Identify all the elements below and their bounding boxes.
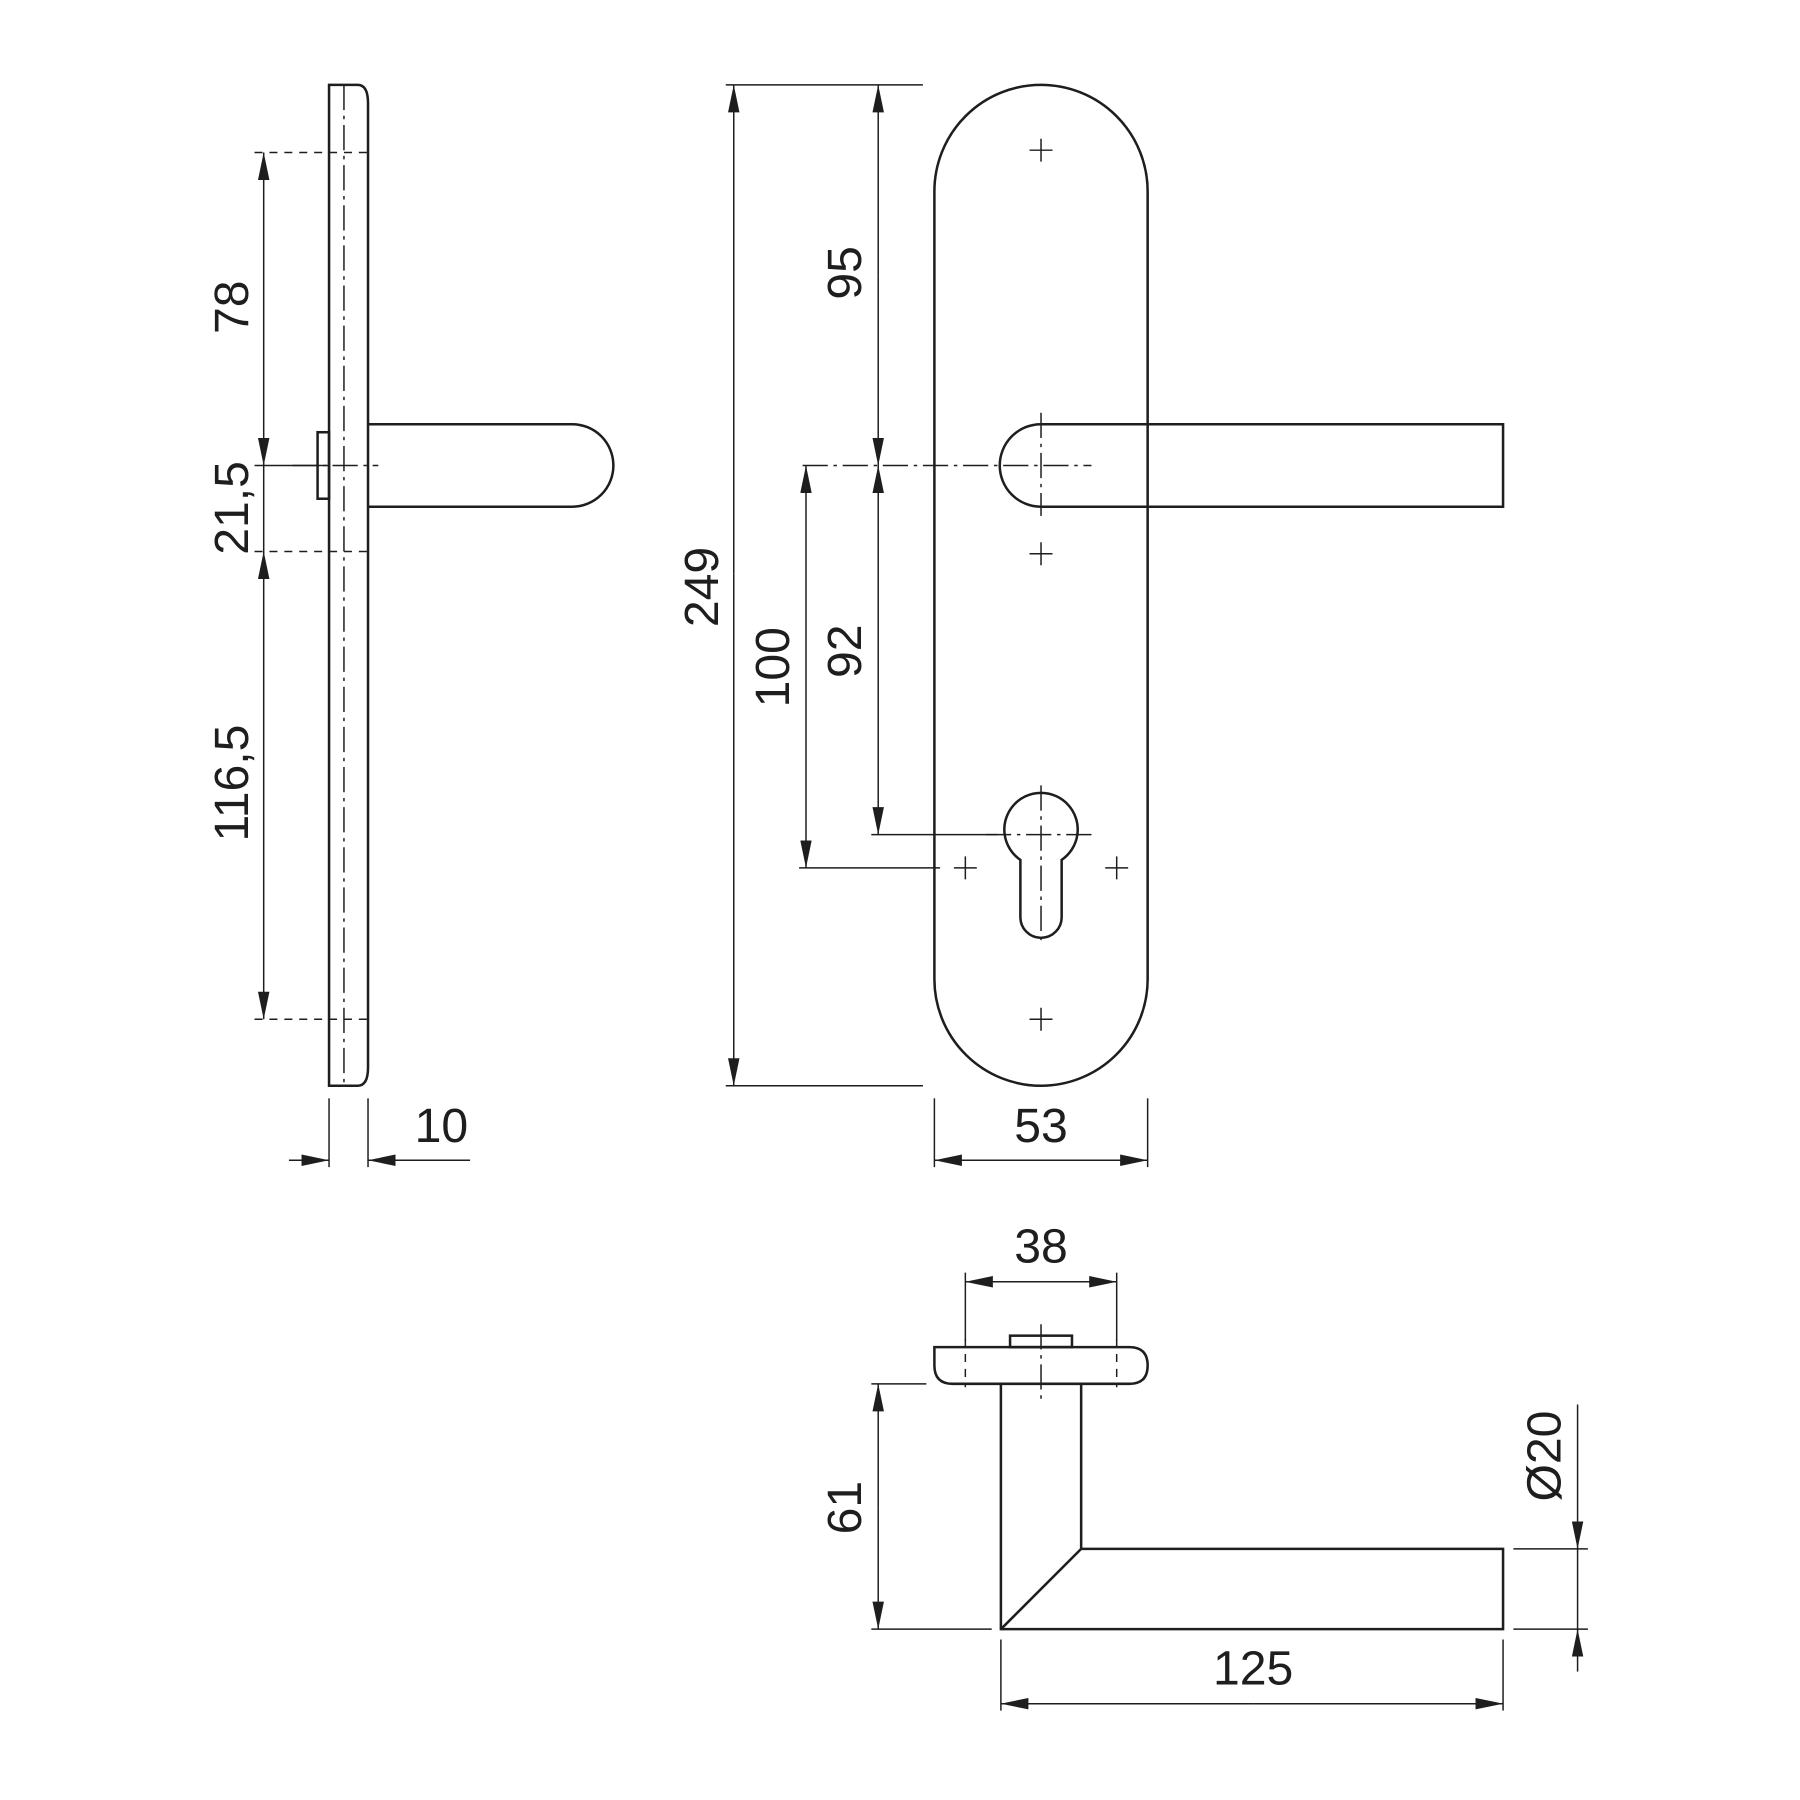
top-view: 38 61 125 Ø20: [818, 1219, 1588, 1711]
dim-lever-diameter: Ø20: [1517, 1411, 1571, 1502]
dim-front-top: 95: [818, 246, 872, 300]
plate-side: [327, 83, 370, 1087]
dim-front-width: 53: [1014, 1099, 1068, 1153]
lever-top: [999, 1383, 1505, 1631]
lever-front: [998, 422, 1505, 509]
side-view: 78 21,5 116,5 10: [205, 83, 615, 1168]
screw-marks: [953, 138, 1129, 1031]
dim-side-bottom: 116,5: [205, 725, 259, 842]
lever-side: [368, 422, 615, 509]
dim-side-top: 78: [205, 280, 259, 334]
dim-front-keyhole: 92: [818, 624, 872, 678]
plate-front: [933, 83, 1149, 1087]
dim-front-total: 249: [675, 547, 729, 627]
dim-side-thickness: 10: [415, 1099, 469, 1153]
keyhole: [1003, 791, 1079, 940]
dim-front-screw: 100: [746, 627, 800, 707]
dim-rose-width: 38: [1014, 1219, 1068, 1273]
dim-lever-length: 125: [1213, 1641, 1293, 1695]
front-view: 249 95 92 100 53: [675, 83, 1505, 1168]
dim-projection: 61: [818, 1481, 872, 1535]
rose: [933, 1345, 1149, 1386]
dim-side-mid: 21,5: [205, 461, 259, 555]
